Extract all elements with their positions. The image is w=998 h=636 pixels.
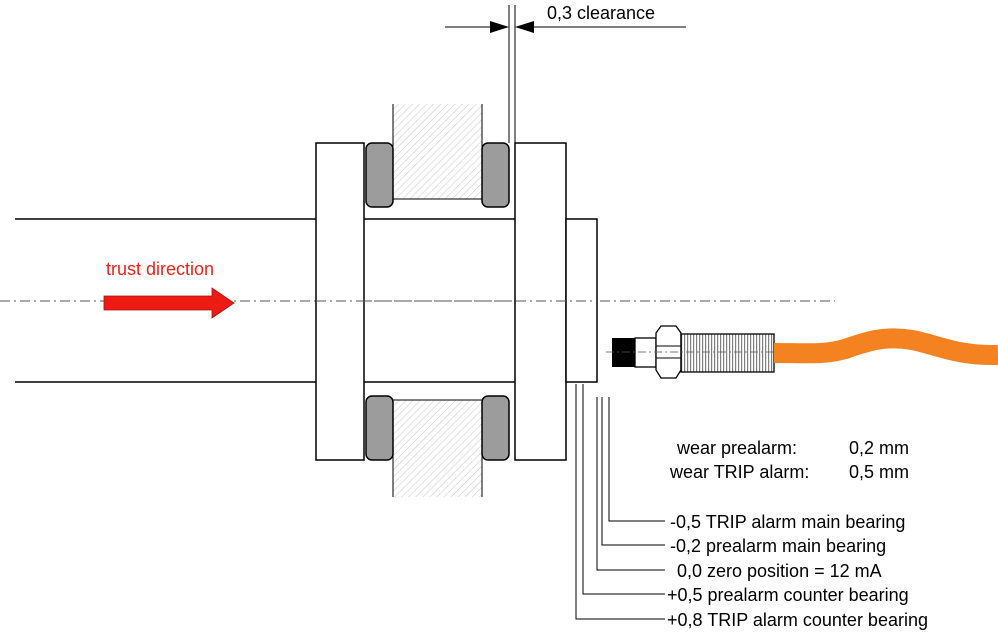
sensor-cable: [773, 328, 998, 366]
clearance-label: 0,3 clearance: [547, 3, 655, 23]
sensor-thread: [680, 333, 775, 373]
housing-bottom: [393, 400, 482, 497]
wear-trip-label: wear TRIP alarm:: [669, 462, 809, 482]
sensor-tip: [612, 338, 635, 367]
clearance-arrow-right: [515, 21, 534, 33]
wear-prealarm-label: wear prealarm:: [676, 438, 797, 458]
wear-trip-value: 0,5 mm: [849, 462, 909, 482]
position-label-prealarm-counter: +0,5 prealarm counter bearing: [667, 585, 909, 605]
shaft: [15, 218, 515, 383]
position-label-zero: 0,0 zero position = 12 mA: [677, 561, 882, 581]
housing-top: [393, 104, 482, 199]
thrust-direction-label: trust direction: [106, 259, 214, 279]
position-leaders: [575, 384, 665, 620]
clearance-dimension: [445, 5, 686, 143]
proximity-sensor: [606, 325, 998, 379]
clearance-arrow-left: [490, 21, 509, 33]
position-label-prealarm-main: -0,2 prealarm main bearing: [670, 536, 886, 556]
position-label-trip-main: -0,5 TRIP alarm main bearing: [670, 512, 905, 532]
bearing-pads: [365, 142, 510, 461]
thrust-direction-arrow: [103, 287, 235, 319]
wear-prealarm-value: 0,2 mm: [849, 438, 909, 458]
position-label-trip-counter: +0,8 TRIP alarm counter bearing: [667, 610, 928, 630]
